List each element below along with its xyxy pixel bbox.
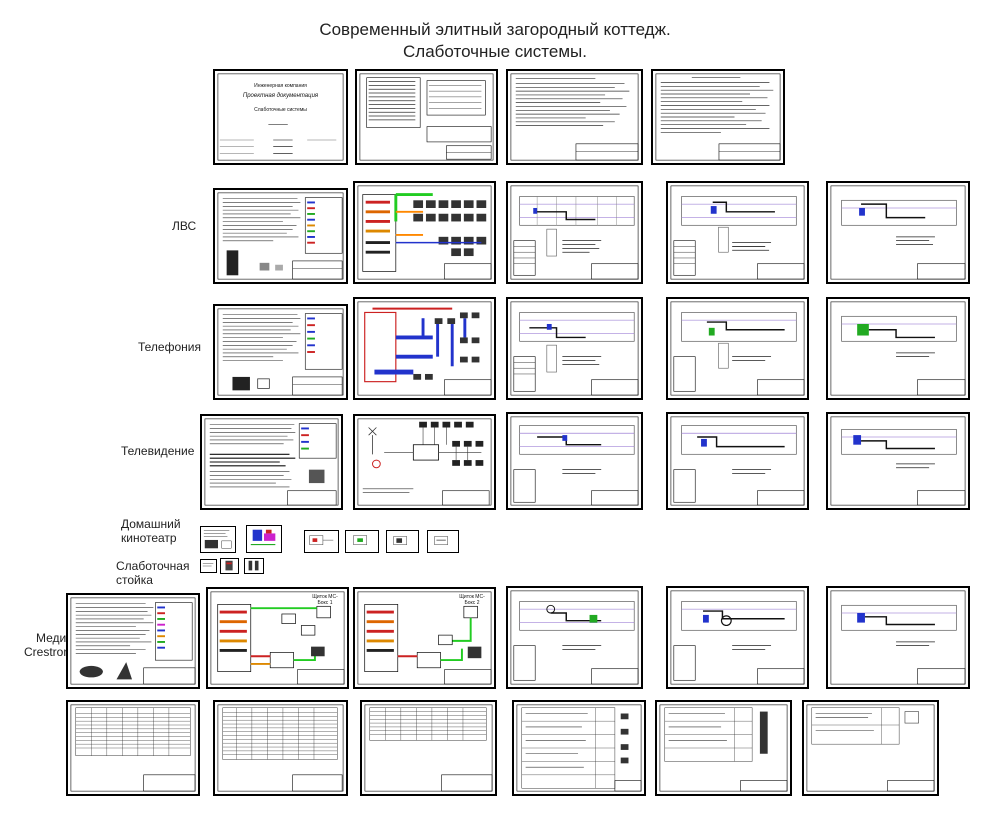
tv-plan-drawing-3 <box>830 416 966 506</box>
lan-plan-drawing-3 <box>830 185 966 280</box>
spec-table-drawing-5 <box>659 704 788 792</box>
rack-drawing-3 <box>248 560 259 571</box>
spec-table-sheet-5[interactable] <box>655 700 792 796</box>
lan-plan-sheet-2[interactable] <box>666 181 809 284</box>
notes-drawing-2 <box>655 73 781 161</box>
lan-schematic-drawing <box>357 185 492 280</box>
telephony-plan-sheet-3[interactable] <box>826 297 970 400</box>
tv-spec-sheet[interactable] <box>200 414 343 510</box>
telephony-spec-sheet[interactable] <box>213 304 348 400</box>
tv-plan-sheet-1[interactable] <box>506 412 643 510</box>
crestron-plan-drawing-3 <box>830 590 966 685</box>
telephony-plan-sheet-1[interactable] <box>506 297 643 400</box>
spec-table-drawing-4 <box>516 704 642 792</box>
cover-company: Инженерная компания <box>254 83 307 89</box>
lan-schematic-sheet[interactable] <box>353 181 496 284</box>
rack-drawing-1 <box>202 563 214 567</box>
rack-sheet-2[interactable] <box>220 558 239 574</box>
cover-sheet[interactable]: Инженерная компания Проектная документац… <box>213 69 348 165</box>
crestron-schematic-drawing-1 <box>210 591 345 685</box>
home-theater-drawing-2 <box>250 529 276 546</box>
spec-table-sheet-2[interactable] <box>213 700 348 796</box>
lan-spec-sheet[interactable] <box>213 188 348 284</box>
row-label-television: Телевидение <box>121 444 195 458</box>
home-theater-sheet-6[interactable] <box>427 530 459 553</box>
row-label-rack-2: стойка <box>116 573 153 587</box>
crestron-schematic-sheet-2[interactable]: Щиток МС-Бокс 2 <box>353 587 496 689</box>
spec-table-sheet-3[interactable] <box>360 700 497 796</box>
telephony-plan-drawing-3 <box>830 301 966 396</box>
row-label-media-2: Crestron <box>24 645 71 659</box>
page-title-line-1: Современный элитный загородный коттедж. <box>319 20 671 39</box>
home-theater-sheet-3[interactable] <box>304 530 339 553</box>
crestron-spec-sheet[interactable] <box>66 593 200 689</box>
crestron-block-2-label: Щиток МС-Бокс 2 <box>459 594 485 606</box>
lan-plan-sheet-3[interactable] <box>826 181 970 284</box>
contents-sheet[interactable] <box>355 69 498 165</box>
notes-sheet-1[interactable] <box>506 69 643 165</box>
spec-table-sheet-6[interactable] <box>802 700 939 796</box>
crestron-spec-drawing <box>70 597 196 685</box>
spec-table-sheet-4[interactable] <box>512 700 646 796</box>
home-theater-sheet-5[interactable] <box>386 530 419 553</box>
notes-sheet-2[interactable] <box>651 69 785 165</box>
cover-drawing <box>217 73 344 161</box>
spec-table-sheet-1[interactable] <box>66 700 200 796</box>
home-theater-sheet-4[interactable] <box>345 530 379 553</box>
spec-table-drawing-3 <box>364 704 493 792</box>
telephony-plan-drawing-2 <box>670 301 805 396</box>
crestron-schematic-drawing-2 <box>357 591 492 685</box>
home-theater-drawing-3 <box>309 535 334 545</box>
tv-plan-sheet-3[interactable] <box>826 412 970 510</box>
row-label-media-1: Медиа <box>36 631 73 645</box>
telephony-schematic-sheet[interactable] <box>353 297 496 400</box>
spec-table-drawing-1 <box>70 704 196 792</box>
crestron-plan-sheet-3[interactable] <box>826 586 970 689</box>
crestron-block-1-label: Щиток МС-Бокс 1 <box>312 594 338 606</box>
rack-sheet-1[interactable] <box>200 559 217 573</box>
tv-plan-drawing-1 <box>510 416 639 506</box>
tv-spec-drawing <box>204 418 339 506</box>
telephony-schematic-drawing <box>357 301 492 396</box>
spec-table-drawing-2 <box>217 704 344 792</box>
page-title-line-2: Слаботочные системы. <box>403 42 587 61</box>
rack-drawing-2 <box>225 560 233 571</box>
row-label-lan: ЛВС <box>172 219 197 233</box>
cover-doc: Проектная документация <box>242 93 319 99</box>
home-theater-drawing-4 <box>353 535 367 545</box>
home-theater-sheet-1[interactable] <box>200 526 236 553</box>
lan-plan-drawing-2 <box>670 185 805 280</box>
row-label-telephony: Телефония <box>138 340 201 354</box>
home-theater-drawing-5 <box>393 536 407 545</box>
crestron-plan-drawing-2 <box>670 590 805 685</box>
crestron-plan-sheet-1[interactable] <box>506 586 643 689</box>
lan-plan-drawing-1 <box>510 185 639 280</box>
tv-plan-sheet-2[interactable] <box>666 412 809 510</box>
spec-table-drawing-6 <box>806 704 935 792</box>
tv-schematic-sheet[interactable] <box>353 414 496 510</box>
tv-schematic-drawing <box>357 418 492 506</box>
lan-plan-sheet-1[interactable] <box>506 181 643 284</box>
crestron-plan-sheet-2[interactable] <box>666 586 809 689</box>
row-label-home-theater-1: Домашний <box>121 517 181 531</box>
lan-spec-drawing <box>217 192 344 280</box>
rack-sheet-3[interactable] <box>244 558 264 574</box>
crestron-schematic-sheet-1[interactable]: Щиток МС-Бокс 1 <box>206 587 349 689</box>
home-theater-sheet-2[interactable] <box>246 525 282 553</box>
telephony-plan-drawing-1 <box>510 301 639 396</box>
telephony-spec-drawing <box>217 308 344 396</box>
telephony-plan-sheet-2[interactable] <box>666 297 809 400</box>
notes-drawing-1 <box>510 73 639 161</box>
cover-subject: Слаботочные системы <box>254 107 307 113</box>
home-theater-drawing-1 <box>203 530 232 549</box>
row-label-rack-1: Слаботочная <box>116 559 190 573</box>
contents-drawing <box>359 73 494 161</box>
home-theater-drawing-6 <box>434 536 448 545</box>
tv-plan-drawing-2 <box>670 416 805 506</box>
crestron-plan-drawing-1 <box>510 590 639 685</box>
row-label-home-theater-2: кинотеатр <box>121 531 177 545</box>
